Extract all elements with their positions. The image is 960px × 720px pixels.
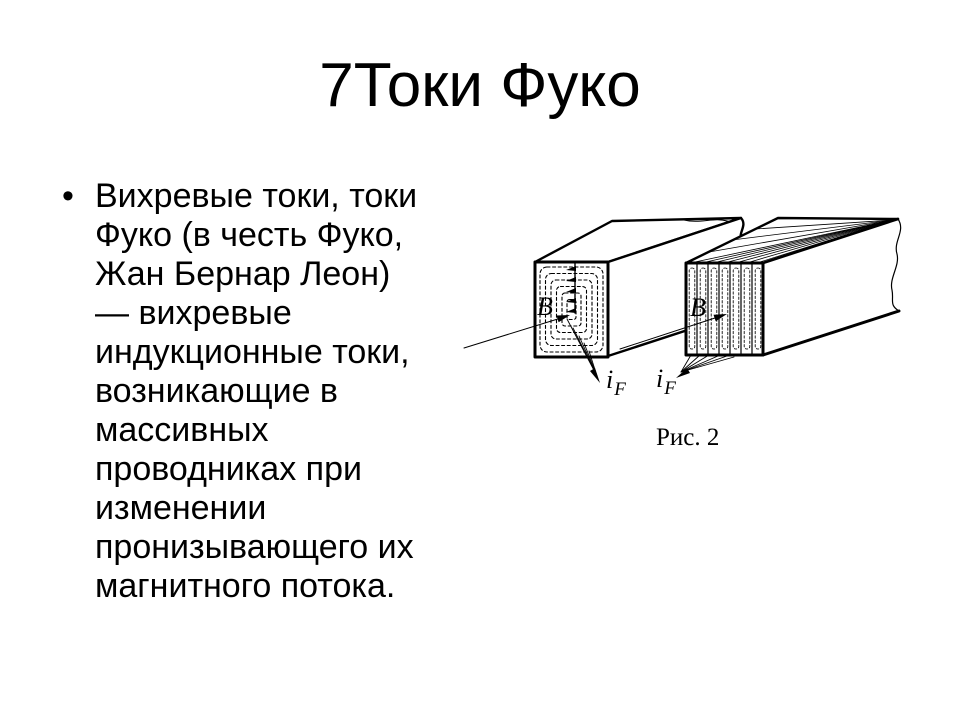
bullet-text: Вихревые токи, токи Фуко (в честь Фуко, … [95, 177, 418, 605]
lamination-top-lines [694, 219, 894, 263]
if-symbol: i [606, 365, 614, 394]
figure-caption: Рис. 2 [656, 424, 720, 451]
current-direction-arrows [566, 261, 576, 314]
if-symbol: i [656, 364, 664, 393]
b-field-label-solid: B [537, 292, 553, 321]
b-field-arrow-laminated [619, 314, 727, 350]
if-subscript: F [614, 379, 626, 400]
eddy-current-loops [539, 266, 604, 353]
lamination-strips [696, 263, 753, 355]
laminated-conductor-bar [619, 216, 902, 378]
eddy-fan-solid [566, 318, 600, 383]
eddy-current-label-laminated: iF [656, 364, 676, 399]
lamination-eddy-loops [688, 267, 762, 350]
bullet-item: • Вихревые токи, токи Фуко (в честь Фуко… [62, 177, 472, 606]
slide-title: 7Токи Фуко [319, 51, 641, 120]
eddy-fan-laminated [676, 354, 735, 378]
b-field-label-laminated: B [690, 293, 706, 322]
b-field-arrow-solid [463, 315, 570, 349]
eddy-current-label-solid: iF [606, 365, 626, 400]
figure-diagram [463, 216, 902, 383]
bullet-marker: • [62, 177, 74, 215]
if-subscript: F [664, 378, 676, 399]
